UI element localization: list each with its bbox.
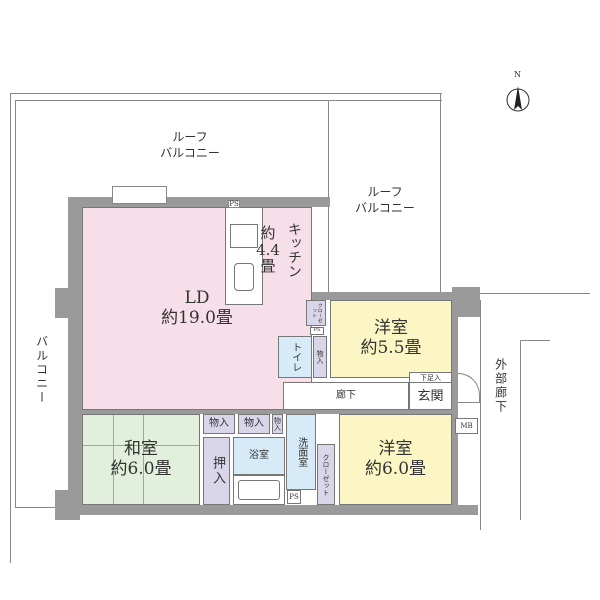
corridor-outline-right	[520, 340, 521, 520]
bathtub-icon	[238, 480, 280, 500]
ps-bath: PS	[287, 490, 301, 504]
corridor-outline-step	[520, 340, 550, 341]
western-2-size: 約6.0畳	[364, 458, 427, 479]
bathtub	[233, 475, 285, 505]
washroom: 洗面室	[286, 414, 316, 490]
roof-balcony-outline-inner	[15, 100, 442, 101]
outer-corridor-label: 外部廊下	[493, 358, 508, 414]
living-dining-room: LD 約19.0畳	[82, 207, 312, 410]
western-room-5-5: 洋室 約5.5畳	[330, 300, 452, 378]
roof-balcony-label: ルーフ バルコニー	[160, 130, 220, 160]
roof-balcony-outline-top	[10, 93, 442, 94]
column-left	[55, 288, 80, 318]
hallway: 廊下	[283, 382, 409, 410]
closet-western-2: クローゼット	[317, 444, 335, 505]
roof-balcony-outline-right	[440, 93, 441, 293]
storage-1: 物入	[203, 414, 235, 434]
washitsu-size: 約6.0畳	[110, 458, 172, 479]
ld-size: 約19.0畳	[161, 307, 233, 328]
oshiire-closet: 押入	[203, 437, 230, 505]
entrance-label: 玄関	[417, 389, 444, 405]
kitchen-name: キッチン	[285, 222, 302, 278]
wall-top	[68, 197, 330, 207]
ld-name: LD	[184, 287, 210, 308]
balcony-outline-left	[10, 93, 11, 563]
kitchen-size-unit: 畳	[260, 257, 276, 276]
north-label: N	[514, 70, 521, 79]
north-arrow-icon: N	[505, 70, 531, 116]
closet-western-1: クローゼット	[306, 300, 326, 326]
japanese-room: 和室 約6.0畳	[82, 414, 200, 505]
toilet: トイレ	[278, 336, 312, 378]
ps-toilet: PS	[310, 327, 324, 335]
washitsu-name: 和室	[124, 438, 158, 459]
front-door	[458, 373, 480, 403]
roof-balcony-label-2: ルーフ バルコニー	[355, 185, 415, 215]
western-1-name: 洋室	[374, 318, 408, 339]
kitchen-size-prefix: 約	[260, 224, 276, 243]
entrance: 下足入 玄関	[409, 372, 452, 410]
balcony-label: バルコニー	[34, 335, 49, 405]
corridor-outline-left	[480, 300, 481, 530]
bay-window	[112, 186, 167, 204]
kitchen-counter	[225, 207, 263, 305]
ps-kitchen: PS	[228, 199, 240, 208]
wall-right	[452, 300, 458, 515]
stove-icon	[230, 224, 258, 248]
storage-3: 物入	[272, 414, 283, 434]
meter-box: MB	[455, 418, 478, 434]
sink-icon	[234, 263, 254, 291]
balcony-outline-inner	[15, 100, 16, 508]
western-room-6: 洋室 約6.0畳	[339, 414, 452, 505]
wall-mid	[280, 292, 455, 300]
corridor-outline-top	[440, 293, 590, 294]
kitchen-size: 4.4	[256, 240, 280, 259]
wall-bottom	[68, 505, 478, 515]
balcony-outline-bottom	[15, 507, 75, 508]
wall-hall-bottom	[82, 410, 452, 414]
western-1-size: 約5.5畳	[360, 338, 422, 358]
shoe-box: 下足入	[410, 374, 451, 384]
bathroom: 浴室	[233, 437, 285, 475]
western-2-name: 洋室	[378, 438, 413, 459]
toilet-storage: 物入	[313, 336, 327, 378]
wall-left	[68, 197, 82, 515]
storage-2: 物入	[238, 414, 270, 434]
